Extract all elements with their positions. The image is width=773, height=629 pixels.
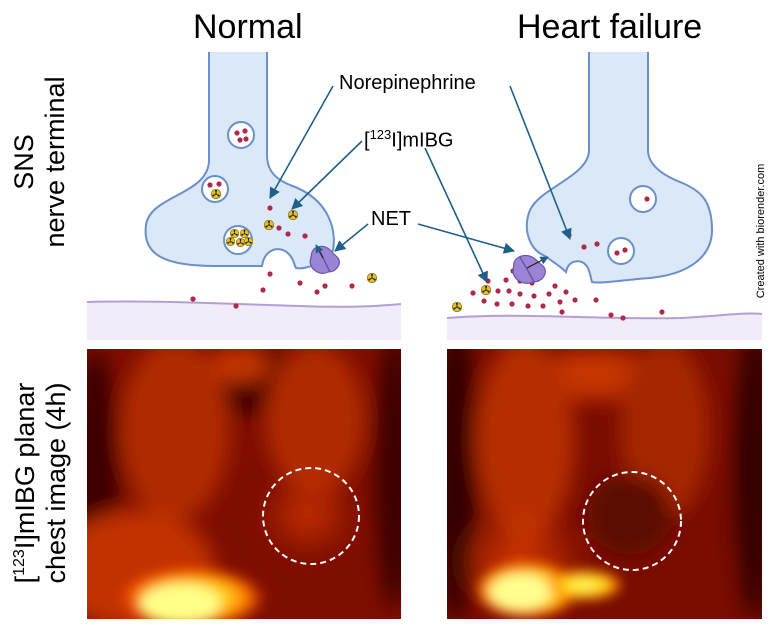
norepinephrine-label: Norepinephrine <box>339 72 476 94</box>
annotation-arrows <box>269 85 572 284</box>
heart-failure-column-title: Heart failure <box>517 8 703 46</box>
hf-planar-scan <box>447 349 762 619</box>
hf-vesicle-contents <box>614 196 650 256</box>
arrow-mibg-normal <box>291 140 363 210</box>
arrow-norepinephrine-normal <box>269 85 334 199</box>
normal-synaptic-norepinephrine <box>190 205 355 309</box>
arrow-net-normal <box>334 223 369 252</box>
normal-planar-scan <box>87 349 401 619</box>
hf-vesicles <box>607 185 657 265</box>
normal-column-title: Normal <box>193 8 303 46</box>
arrow-net-hf <box>417 223 516 254</box>
net-label: NET <box>371 208 411 230</box>
normal-vesicle-contents <box>207 128 249 188</box>
hf-nerve-terminal <box>525 52 714 284</box>
hf-postsynaptic-membrane <box>446 312 763 340</box>
arrow-mibg-hf <box>424 147 488 284</box>
mibg-label: [123I]mIBG <box>364 127 454 152</box>
normal-roi-circle <box>262 467 360 565</box>
hf-net-transporter <box>512 254 549 284</box>
hf-roi-circle <box>582 471 682 571</box>
normal-postsynaptic-membrane <box>86 300 402 340</box>
arrow-norepinephrine-hf <box>509 85 572 241</box>
normal-net-transporter <box>309 244 340 274</box>
